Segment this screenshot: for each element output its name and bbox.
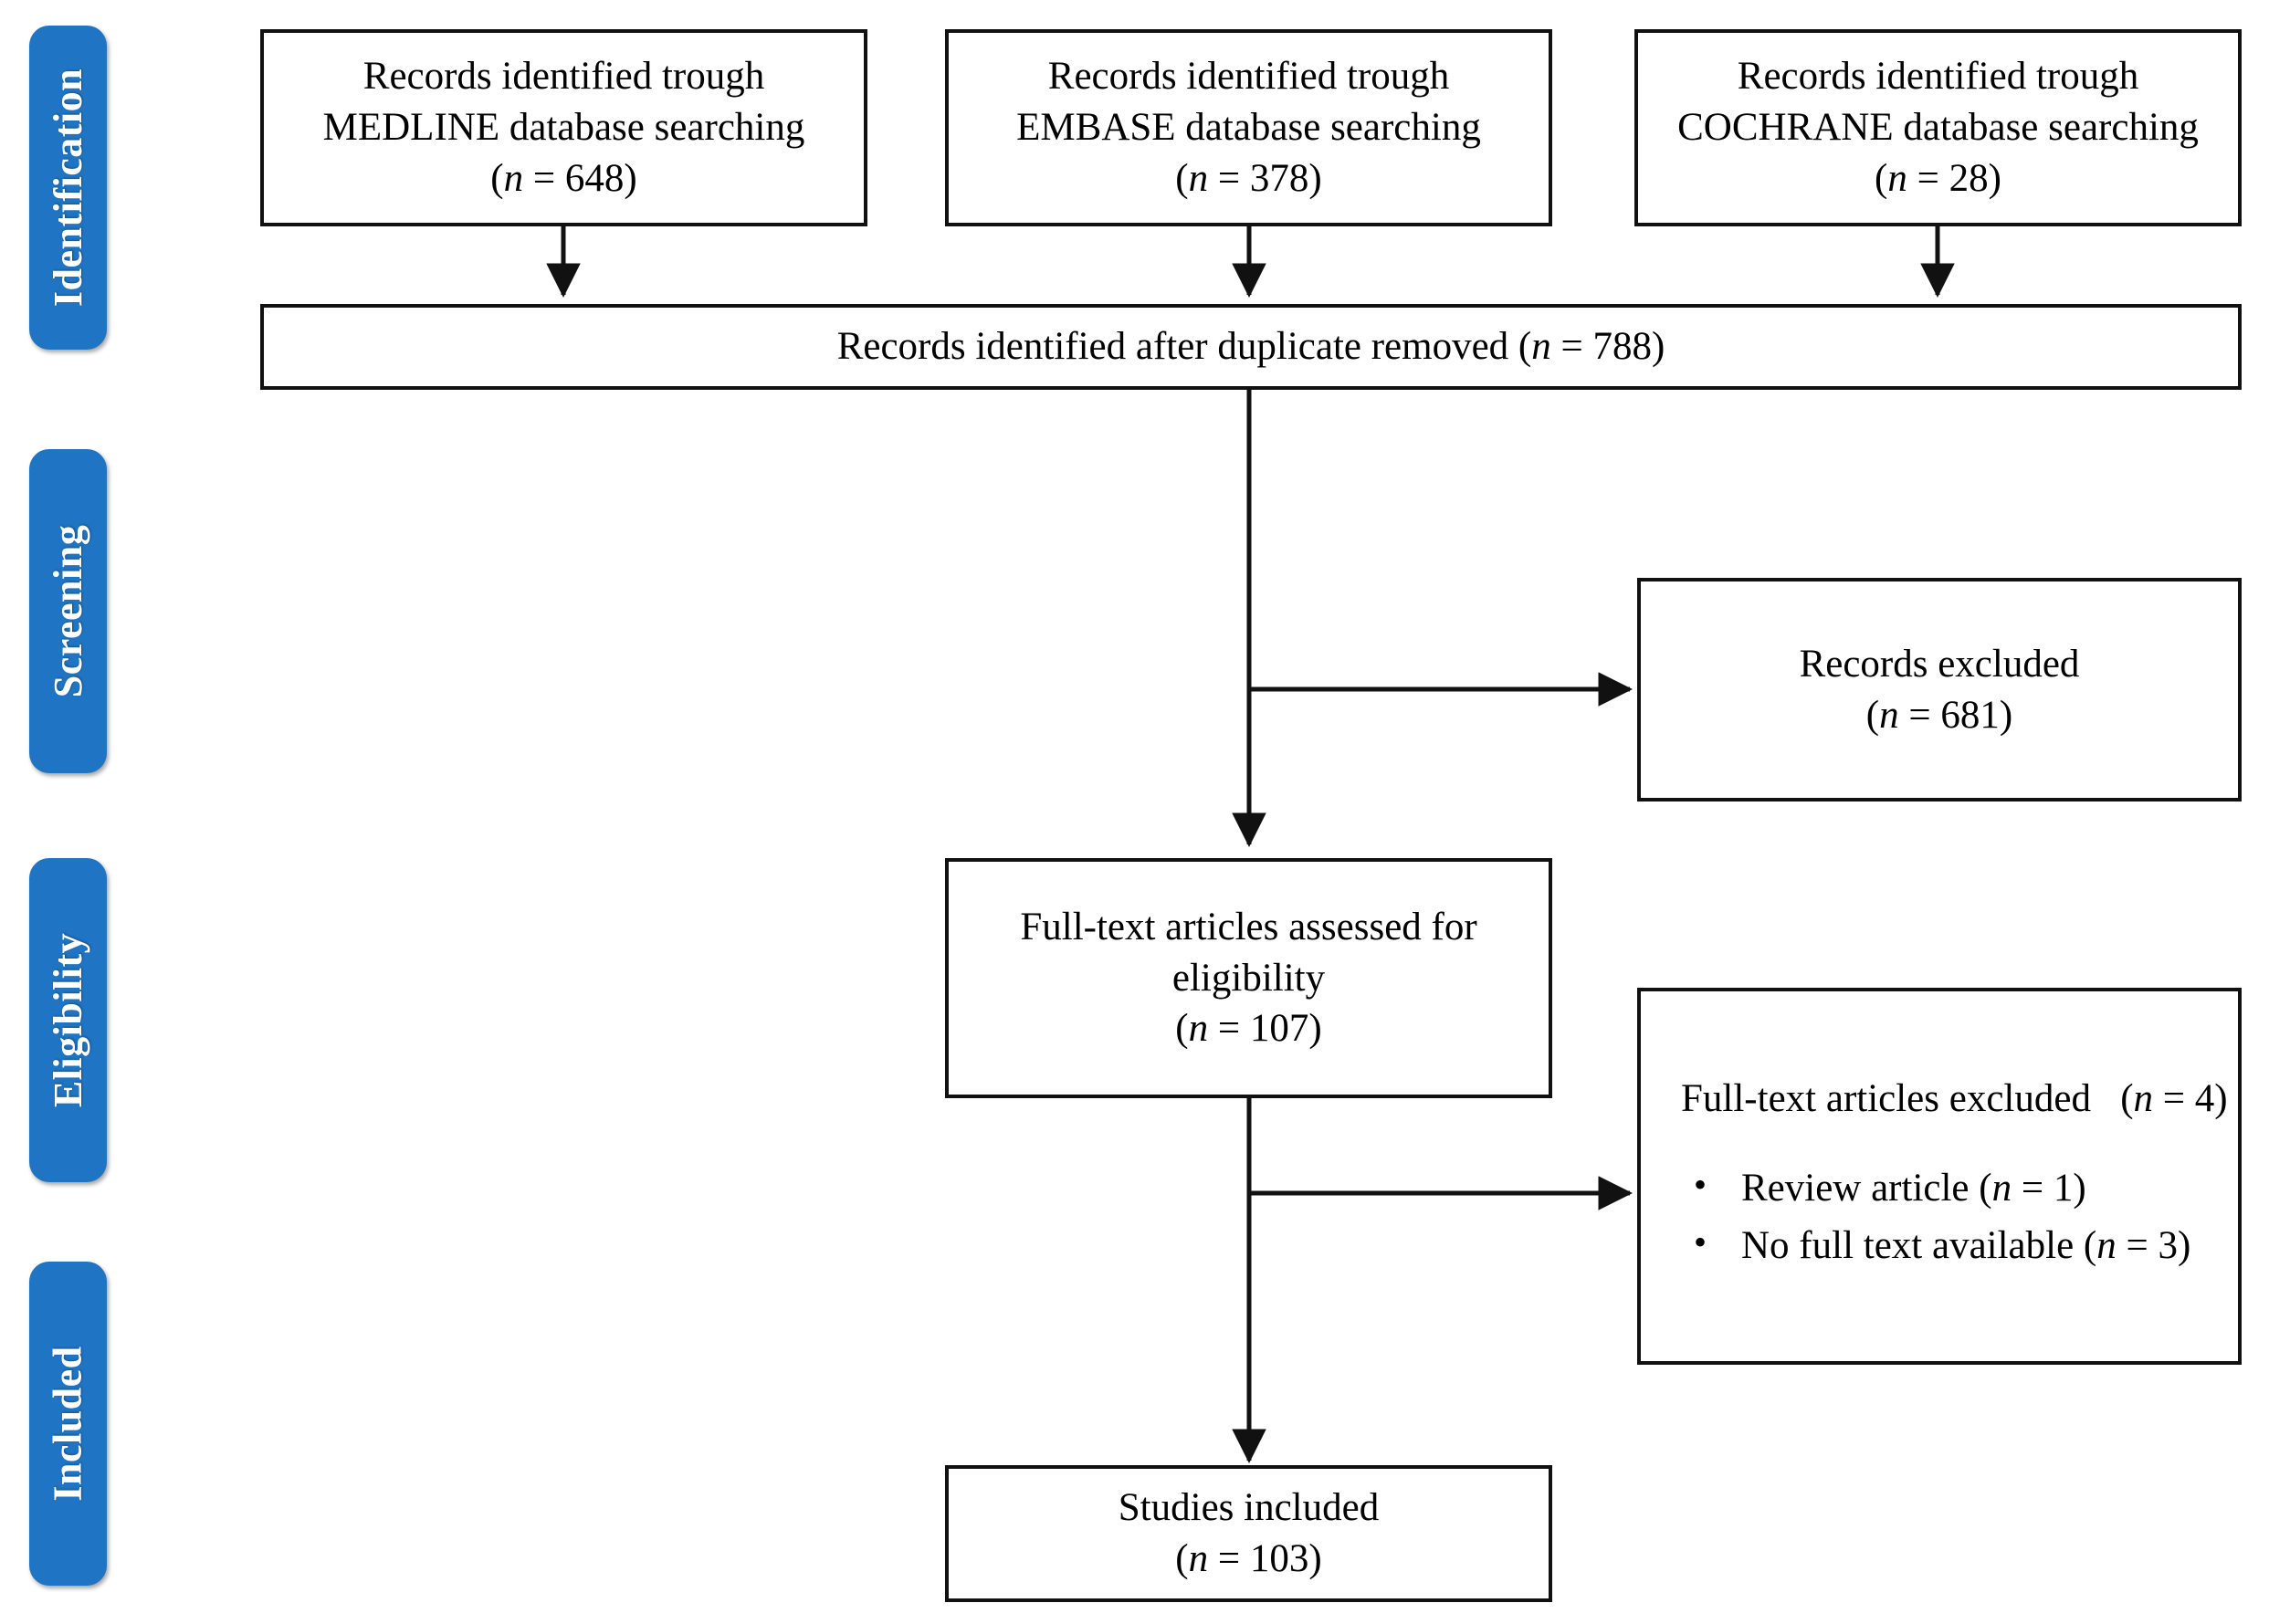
node-records-excluded: Records excluded (n = 681) [1637,578,2242,802]
node-medline-count-value: = 648) [523,156,637,200]
stage-label-eligibility-text: Eligibility [46,932,91,1108]
reason-0-text-before: Review article ( [1741,1166,1992,1210]
reason-1-n: n [2096,1224,2117,1268]
node-studies-included-count: (n = 103) [1175,1537,1322,1580]
node-embase-count-n: n [1188,156,1209,200]
node-fulltext-assessed-body: Full-text articles assessed for eligibil… [949,902,1549,1055]
node-duplicates-n: n [1531,325,1551,369]
node-medline-line2: MEDLINE database searching [322,106,805,150]
reason-0-text-after: = 1) [2012,1166,2086,1210]
node-fulltext-excluded-heading-after: = 4) [2153,1076,2228,1120]
node-records-excluded-count-value: = 681) [1898,693,2013,737]
stage-label-screening: Screening [29,449,107,773]
stage-label-screening-text: Screening [46,524,90,698]
node-records-excluded-count: (n = 681) [1865,693,2013,737]
node-duplicates-text-before: Records identified after duplicate remov… [836,325,1532,369]
node-medline-line1: Records identified trough [362,55,765,99]
node-medline-records-body: Records identified trough MEDLINE databa… [264,51,864,204]
node-records-excluded-count-n: n [1879,693,1899,737]
node-duplicates-text-after: = 788) [1550,325,1665,369]
stage-label-included-text: Included [46,1346,91,1502]
node-embase-line1: Records identified trough [1047,55,1450,99]
node-cochrane-line1: Records identified trough [1737,55,2139,99]
node-embase-records: Records identified trough EMBASE databas… [945,29,1552,226]
node-fulltext-excluded-heading-before: Full-text articles excluded ( [1681,1076,2134,1120]
node-embase-count: (n = 378) [1175,156,1322,200]
node-embase-records-body: Records identified trough EMBASE databas… [949,51,1549,204]
node-fulltext-excluded-heading-n: n [2133,1076,2154,1120]
node-cochrane-count: (n = 28) [1875,156,2001,200]
node-cochrane-count-value: = 28) [1907,156,2001,200]
node-fulltext-excluded-reason-list: Review article (n = 1) No full text avai… [1681,1161,2220,1273]
list-item: No full text available (n = 3) [1681,1219,2220,1272]
node-duplicates-removed: Records identified after duplicate remov… [260,304,2242,390]
node-fulltext-assessed-count-value: = 107) [1208,1007,1322,1051]
node-fulltext-excluded: Full-text articles excluded (n = 4) Revi… [1637,988,2242,1365]
node-embase-count-value: = 378) [1208,156,1322,200]
node-embase-line2: EMBASE database searching [1016,106,1481,150]
reason-0-n: n [1991,1166,2012,1210]
list-item: Review article (n = 1) [1681,1161,2220,1214]
node-studies-included-body: Studies included (n = 103) [949,1483,1549,1585]
node-studies-included-count-n: n [1188,1537,1209,1580]
node-fulltext-assessed-line1: Full-text articles assessed for [1020,905,1477,948]
node-cochrane-line2: COCHRANE database searching [1677,106,2199,150]
node-cochrane-records-body: Records identified trough COCHRANE datab… [1638,51,2238,204]
reason-1-text-after: = 3) [2116,1224,2191,1268]
stage-label-included: Included [29,1262,107,1586]
stage-label-identification: Identification [29,26,107,350]
node-records-excluded-body: Records excluded (n = 681) [1641,639,2238,741]
node-studies-included-count-value: = 103) [1208,1537,1322,1580]
stage-label-eligibility: Eligibility [29,858,107,1182]
node-cochrane-count-n: n [1887,156,1907,200]
stage-label-identification-text: Identification [46,68,91,308]
node-records-excluded-line1: Records excluded [1799,642,2080,686]
node-studies-included-line1: Studies included [1118,1486,1380,1530]
node-medline-count-n: n [503,156,524,200]
node-studies-included: Studies included (n = 103) [945,1465,1552,1602]
node-fulltext-assessed: Full-text articles assessed for eligibil… [945,858,1552,1098]
node-fulltext-excluded-body: Full-text articles excluded (n = 4) Revi… [1641,1074,2238,1280]
reason-1-text-before: No full text available ( [1741,1224,2097,1268]
node-duplicates-removed-body: Records identified after duplicate remov… [264,321,2238,372]
node-medline-count: (n = 648) [490,156,637,200]
node-fulltext-assessed-count-n: n [1188,1007,1209,1051]
node-cochrane-records: Records identified trough COCHRANE datab… [1634,29,2242,226]
node-fulltext-assessed-line2: eligibility [1171,956,1326,1000]
node-fulltext-excluded-heading: Full-text articles excluded (n = 4) [1681,1074,2228,1125]
node-fulltext-assessed-count: (n = 107) [1175,1007,1322,1051]
node-medline-records: Records identified trough MEDLINE databa… [260,29,867,226]
